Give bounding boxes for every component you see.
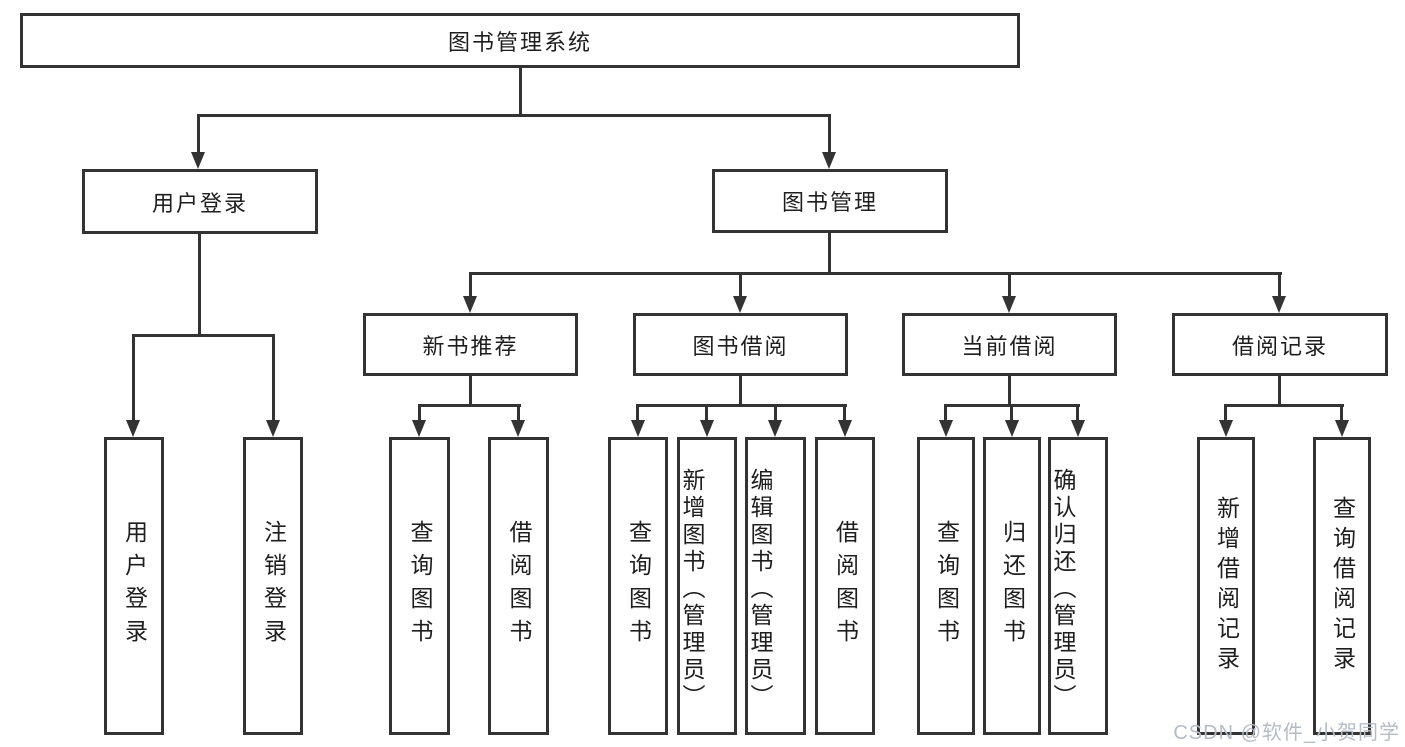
- leaf-label: 确认归还（管理员）: [1050, 468, 1076, 711]
- leaf-label: 编辑图书（管理员）: [747, 468, 773, 711]
- arrowhead-down-icon: [1005, 420, 1019, 437]
- leaf-label: 注销登录: [260, 520, 287, 652]
- leaf-confirm-return-admin: 确认归还（管理员）: [1048, 437, 1108, 735]
- leaf-query-books-recommend: 查询图书: [389, 437, 450, 735]
- arrowhead-down-icon: [412, 420, 426, 437]
- node-book-management: 图书管理: [712, 169, 948, 233]
- arrowhead-down-icon: [822, 152, 836, 169]
- leaf-user-login: 用户登录: [104, 437, 164, 735]
- connector-line: [705, 404, 708, 422]
- connector-line: [132, 334, 275, 337]
- connector-line: [1278, 272, 1281, 298]
- arrowhead-down-icon: [700, 420, 714, 437]
- connector-line: [1076, 404, 1079, 422]
- arrowhead-down-icon: [939, 420, 953, 437]
- csdn-watermark: CSDN @软件_小贺同学: [1173, 722, 1400, 744]
- connector-line: [469, 376, 472, 407]
- node-borrowing-records: 借阅记录: [1172, 313, 1388, 376]
- leaf-add-books-admin: 新增图书（管理员）: [677, 437, 737, 735]
- arrowhead-down-icon: [768, 420, 782, 437]
- connector-line: [1224, 404, 1344, 407]
- node-library-management-system: 图书管理系统: [20, 13, 1020, 68]
- leaf-query-books-current: 查询图书: [917, 437, 975, 735]
- node-label: 用户登录: [151, 190, 248, 216]
- arrowhead-down-icon: [1219, 420, 1233, 437]
- node-book-borrowing: 图书借阅: [633, 313, 848, 376]
- arrowhead-down-icon: [463, 296, 477, 313]
- leaf-borrow-books-recommend: 借阅图书: [488, 437, 549, 735]
- connector-line: [272, 334, 275, 422]
- node-new-book-recommendation: 新书推荐: [363, 313, 578, 376]
- leaf-edit-books-admin: 编辑图书（管理员）: [745, 437, 806, 735]
- connector-line: [828, 232, 831, 275]
- connector-line: [774, 404, 777, 422]
- node-user-login: 用户登录: [82, 169, 318, 234]
- connector-line: [519, 67, 522, 117]
- leaf-label: 查询图书: [625, 520, 652, 652]
- node-label: 图书借阅: [692, 333, 789, 359]
- leaf-label: 查询图书: [933, 520, 960, 652]
- connector-line: [944, 404, 947, 422]
- connector-line: [132, 334, 135, 422]
- node-label: 图书管理: [781, 190, 878, 215]
- leaf-return-books: 归还图书: [983, 437, 1041, 735]
- leaf-label: 用户登录: [121, 520, 148, 652]
- arrowhead-down-icon: [838, 420, 852, 437]
- arrowhead-down-icon: [266, 420, 280, 437]
- connector-line: [197, 114, 200, 155]
- connector-line: [1010, 404, 1013, 422]
- connector-line: [198, 233, 201, 337]
- node-label: 新书推荐: [422, 333, 519, 359]
- connector-line: [739, 376, 742, 407]
- leaf-query-books-borrow: 查询图书: [608, 437, 668, 735]
- connector-line: [418, 404, 521, 407]
- arrowhead-down-icon: [1272, 296, 1286, 313]
- leaf-logout: 注销登录: [243, 437, 303, 735]
- node-label: 借阅记录: [1231, 333, 1328, 359]
- connector-line: [517, 404, 520, 422]
- node-label: 图书管理系统: [447, 29, 592, 55]
- arrowhead-down-icon: [1071, 420, 1085, 437]
- connector-line: [469, 272, 472, 298]
- leaf-label: 新增图书（管理员）: [679, 468, 705, 711]
- node-label: 当前借阅: [961, 333, 1058, 359]
- leaf-label: 借阅图书: [832, 520, 859, 652]
- leaf-label: 查询借阅记录: [1329, 496, 1356, 676]
- leaf-add-borrow-record: 新增借阅记录: [1197, 437, 1255, 735]
- connector-line: [636, 404, 639, 422]
- arrowhead-down-icon: [1002, 296, 1016, 313]
- arrowhead-down-icon: [733, 296, 747, 313]
- arrowhead-down-icon: [1335, 420, 1349, 437]
- leaf-query-borrow-record: 查询借阅记录: [1313, 437, 1371, 735]
- connector-line: [469, 272, 1282, 275]
- leaf-label: 新增借阅记录: [1213, 496, 1240, 676]
- node-current-borrowing: 当前借阅: [902, 313, 1117, 376]
- connector-line: [1224, 404, 1227, 422]
- leaf-label: 借阅图书: [506, 520, 532, 652]
- connector-line: [418, 404, 421, 422]
- connector-line: [1008, 376, 1011, 407]
- connector-line: [843, 404, 846, 422]
- leaf-label: 查询图书: [407, 520, 433, 652]
- arrowhead-down-icon: [126, 420, 140, 437]
- connector-line: [828, 114, 831, 155]
- leaf-borrow-books: 借阅图书: [815, 437, 875, 735]
- arrowhead-down-icon: [191, 152, 205, 169]
- connector-line: [197, 114, 831, 117]
- leaf-label: 归还图书: [999, 520, 1026, 652]
- connector-line: [739, 272, 742, 298]
- connector-line: [636, 404, 847, 407]
- connector-line: [1340, 404, 1343, 422]
- connector-line: [1278, 376, 1281, 407]
- connector-line: [1008, 272, 1011, 298]
- arrowhead-down-icon: [511, 420, 525, 437]
- arrowhead-down-icon: [631, 420, 645, 437]
